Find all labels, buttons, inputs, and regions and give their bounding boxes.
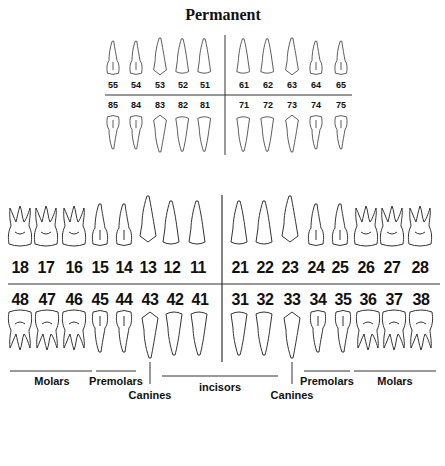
tooth-number: 22 bbox=[257, 260, 274, 276]
group-label: Canines bbox=[271, 390, 314, 401]
tooth-number: 72 bbox=[263, 101, 273, 110]
deciduous-lower-teeth bbox=[107, 115, 347, 152]
tooth-number: 27 bbox=[384, 260, 401, 276]
chart-title: Permanent bbox=[185, 7, 261, 23]
tooth-number: 42 bbox=[167, 292, 184, 308]
tooth-number: 41 bbox=[192, 292, 209, 308]
tooth-number: 26 bbox=[358, 260, 375, 276]
tooth-number: 73 bbox=[287, 101, 297, 110]
tooth-number: 37 bbox=[386, 292, 403, 308]
tooth-number: 84 bbox=[131, 101, 141, 110]
tooth-number: 32 bbox=[257, 292, 274, 308]
deciduous-upper-teeth bbox=[107, 38, 347, 75]
tooth-number: 31 bbox=[232, 292, 249, 308]
tooth-number: 43 bbox=[142, 292, 159, 308]
group-label: Premolars bbox=[300, 376, 354, 387]
tooth-number: 36 bbox=[360, 292, 377, 308]
tooth-number: 33 bbox=[284, 292, 301, 308]
tooth-number: 48 bbox=[12, 292, 29, 308]
tooth-number: 62 bbox=[263, 81, 273, 90]
tooth-number: 16 bbox=[66, 260, 83, 276]
grid-line bbox=[225, 35, 226, 155]
tooth-number: 71 bbox=[239, 101, 249, 110]
tooth-number: 12 bbox=[164, 260, 181, 276]
tooth-number: 45 bbox=[92, 292, 109, 308]
tooth-number: 53 bbox=[155, 81, 165, 90]
tooth-number: 47 bbox=[39, 292, 56, 308]
group-label: Canines bbox=[129, 390, 172, 401]
tooth-number: 83 bbox=[155, 101, 165, 110]
tooth-number: 52 bbox=[178, 81, 188, 90]
group-label: Molars bbox=[34, 376, 69, 387]
tooth-number: 38 bbox=[413, 292, 430, 308]
tooth-number: 11 bbox=[190, 260, 206, 276]
tooth-number: 63 bbox=[287, 81, 297, 90]
grid-line bbox=[8, 283, 440, 284]
tooth-number: 51 bbox=[200, 81, 210, 90]
tooth-number: 15 bbox=[92, 260, 109, 276]
tooth-number: 13 bbox=[140, 260, 157, 276]
tooth-number: 81 bbox=[200, 101, 210, 110]
tooth-number: 75 bbox=[336, 101, 346, 110]
group-label: Premolars bbox=[89, 376, 143, 387]
tooth-number: 23 bbox=[282, 260, 299, 276]
tooth-number: 25 bbox=[332, 260, 349, 276]
tooth-number: 28 bbox=[412, 260, 429, 276]
tooth-number: 55 bbox=[108, 81, 118, 90]
tooth-number: 21 bbox=[232, 260, 249, 276]
tooth-number: 82 bbox=[178, 101, 188, 110]
tooth-number: 18 bbox=[12, 260, 29, 276]
tooth-number: 34 bbox=[310, 292, 327, 308]
tooth-number: 85 bbox=[108, 101, 118, 110]
tooth-number: 74 bbox=[311, 101, 321, 110]
tooth-number: 61 bbox=[239, 81, 249, 90]
group-label: Molars bbox=[377, 376, 412, 387]
permanent-lower-teeth bbox=[8, 310, 432, 358]
tooth-number: 54 bbox=[131, 81, 141, 90]
tooth-number: 65 bbox=[336, 81, 346, 90]
tooth-number: 14 bbox=[116, 260, 133, 276]
tooth-number: 64 bbox=[311, 81, 321, 90]
grid-line bbox=[105, 95, 352, 96]
tooth-number: 46 bbox=[66, 292, 83, 308]
tooth-number: 44 bbox=[116, 292, 133, 308]
grid-line bbox=[221, 195, 222, 362]
tooth-number: 24 bbox=[308, 260, 325, 276]
tooth-number: 17 bbox=[38, 260, 55, 276]
group-label: incisors bbox=[199, 382, 241, 393]
tooth-number: 35 bbox=[335, 292, 352, 308]
permanent-upper-teeth bbox=[8, 196, 431, 246]
